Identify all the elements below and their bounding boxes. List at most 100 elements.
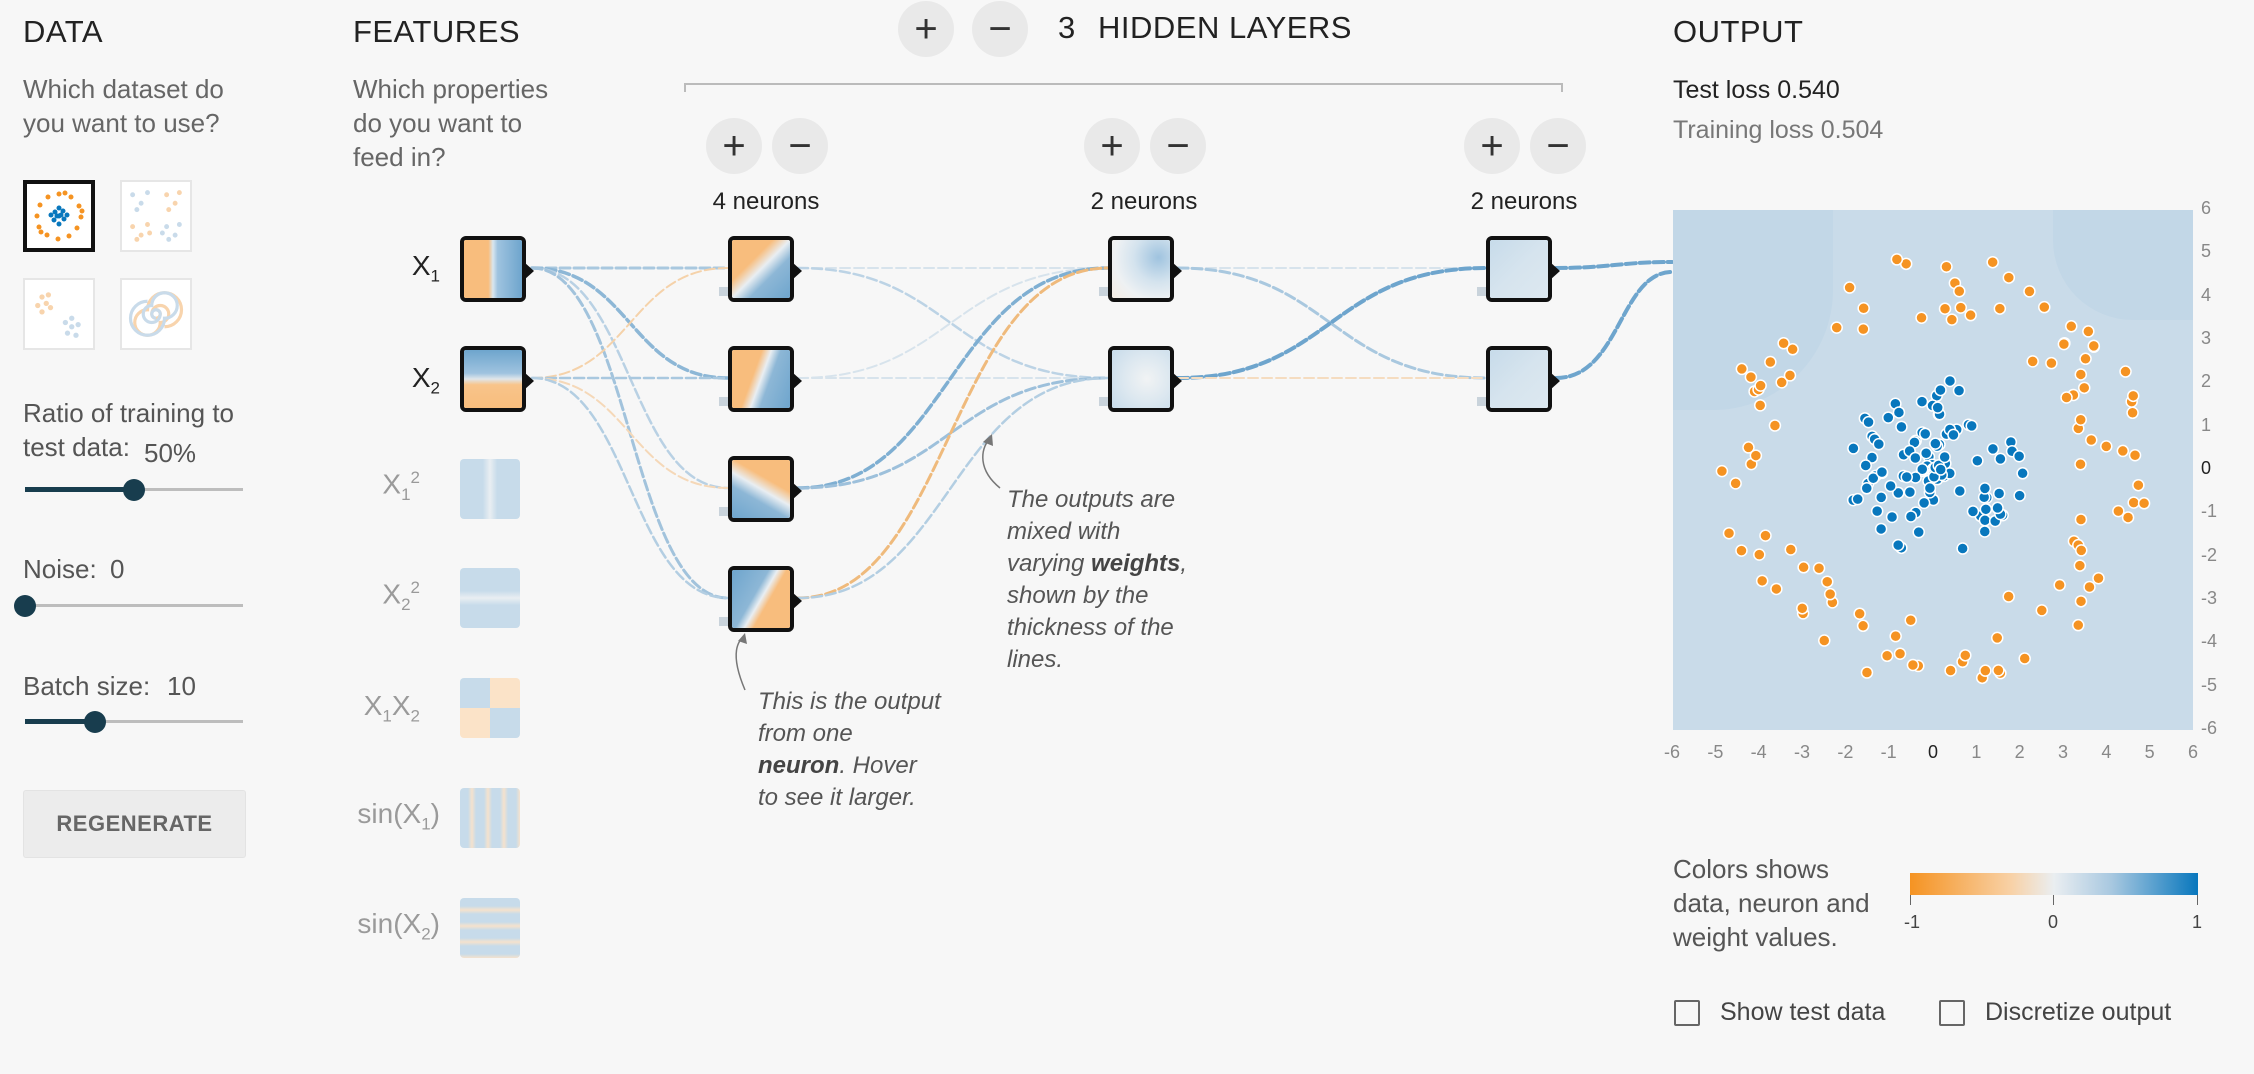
link-l1n2-l2n1 (797, 267, 1109, 379)
feature-node-x2-squared[interactable] (460, 568, 520, 628)
color-legend-bar (1910, 873, 2198, 895)
color-legend-text: Colors shows data, neuron and weight val… (1673, 854, 1870, 952)
dataset-circle-thumb[interactable] (23, 180, 95, 252)
data-point (2057, 337, 2071, 351)
data-point (1990, 631, 2004, 645)
x-tick-label: -1 (1880, 742, 1897, 762)
data-point (1890, 253, 1904, 266)
data-point (1735, 544, 1748, 557)
ratio-slider-thumb[interactable] (123, 479, 145, 501)
bias-marker (1099, 287, 1108, 296)
x-tick-label: 2 (2014, 742, 2025, 762)
legend-mid-label: 0 (2048, 912, 2059, 932)
link-l1n3-l2n1 (796, 266, 1110, 490)
data-point (1859, 459, 1872, 472)
noise-slider-thumb[interactable] (14, 595, 36, 617)
output-plot[interactable] (1673, 210, 2193, 730)
data-point (1812, 562, 1826, 575)
y-tick-label: -4 (2201, 631, 2218, 652)
data-point (1843, 281, 1856, 294)
remove-neuron-layer3-button[interactable]: − (1530, 118, 1586, 174)
plus-icon: + (1480, 124, 1504, 168)
minus-icon: − (788, 124, 812, 168)
show-test-data-label[interactable]: Show test data (1720, 998, 1886, 1026)
dataset-gaussian-thumb[interactable] (23, 278, 95, 350)
data-point (1904, 613, 1917, 627)
add-neuron-layer2-button[interactable]: + (1084, 118, 1140, 174)
data-point (1851, 492, 1864, 506)
feature-node-sin-x1[interactable] (460, 788, 520, 848)
noise-slider[interactable] (14, 595, 243, 617)
bias-marker (719, 507, 728, 516)
remove-neuron-layer2-button[interactable]: − (1150, 118, 1206, 174)
show-test-data-checkbox[interactable] (1674, 1000, 1700, 1026)
data-point (1820, 575, 1834, 588)
data-point (1860, 482, 1874, 495)
neuron-l1-3[interactable] (719, 456, 802, 522)
neuron-l1-3-heatmap (732, 460, 790, 518)
feature-node-sin-x2[interactable] (460, 898, 520, 958)
output-pin-icon (792, 482, 802, 500)
dataset-question: Which dataset do you want to use? (23, 74, 224, 138)
data-point (2126, 389, 2140, 403)
data-point (1860, 666, 1874, 679)
neuron-l1-1[interactable] (719, 236, 802, 302)
batch-slider-thumb[interactable] (83, 711, 106, 733)
feature-x2-heatmap (464, 350, 522, 408)
data-point (1870, 504, 1884, 518)
xor-dataset-icon (122, 182, 190, 250)
data-point (1784, 543, 1798, 556)
ratio-slider[interactable] (25, 479, 243, 501)
bias-marker (719, 287, 728, 296)
feature-node-x2[interactable] (460, 346, 534, 412)
data-point (1742, 441, 1755, 454)
data-point (1979, 503, 1993, 516)
x-tick-label: 5 (2144, 742, 2155, 762)
data-point (1783, 369, 1797, 382)
data-point (2060, 391, 2073, 404)
batch-slider[interactable] (25, 711, 243, 733)
neuron-l2-1[interactable] (1099, 236, 1182, 302)
neuron-l1-4[interactable] (719, 566, 802, 632)
discretize-output-checkbox[interactable] (1939, 1000, 1965, 1026)
output-pin-icon (1172, 372, 1182, 390)
add-neuron-layer1-button[interactable]: + (706, 118, 762, 174)
output-pin-icon (1172, 262, 1182, 280)
data-point (2075, 544, 2088, 557)
feature-label-sin-x1: sin(X1) (357, 798, 440, 834)
x-tick-label: 3 (2058, 742, 2069, 762)
dataset-spiral-thumb[interactable] (120, 278, 192, 350)
neuron-l3-2[interactable] (1477, 346, 1560, 412)
y-tick-label: -3 (2201, 588, 2218, 608)
neuron-l1-2[interactable] (719, 346, 802, 412)
neuron-l3-1[interactable] (1477, 236, 1560, 302)
data-point (1857, 301, 1870, 315)
feature-node-x1[interactable] (460, 236, 534, 302)
batch-value: 10 (167, 671, 196, 701)
test-loss: Test loss 0.540 (1673, 76, 1840, 104)
neuron-l1-2-heatmap (732, 350, 790, 408)
dataset-xor-thumb[interactable] (120, 180, 192, 252)
data-point (1744, 370, 1758, 384)
data-point (1934, 463, 1947, 476)
data-point (1796, 602, 1809, 615)
feature-node-x1-squared[interactable] (460, 459, 520, 519)
data-point (2121, 511, 2135, 524)
remove-neuron-layer1-button[interactable]: − (772, 118, 828, 174)
neuron-l2-2[interactable] (1099, 346, 1182, 412)
discretize-output-label[interactable]: Discretize output (1985, 998, 2172, 1026)
data-point (2045, 356, 2058, 370)
link-x1-n2 (530, 266, 730, 380)
data-point (2023, 285, 2036, 298)
output-pin-icon (524, 372, 534, 390)
data-point (2082, 325, 2095, 338)
x-tick-label: 0 (1928, 742, 1939, 762)
add-neuron-layer3-button[interactable]: + (1464, 118, 1520, 174)
feature-node-x1x2[interactable] (460, 678, 520, 738)
data-point (1906, 658, 1920, 672)
data-point (2116, 444, 2130, 458)
regenerate-button[interactable]: REGENERATE (23, 790, 246, 858)
remove-layer-button[interactable]: − (972, 1, 1028, 57)
add-layer-button[interactable]: + (898, 1, 954, 57)
output-pin-icon (792, 372, 802, 390)
